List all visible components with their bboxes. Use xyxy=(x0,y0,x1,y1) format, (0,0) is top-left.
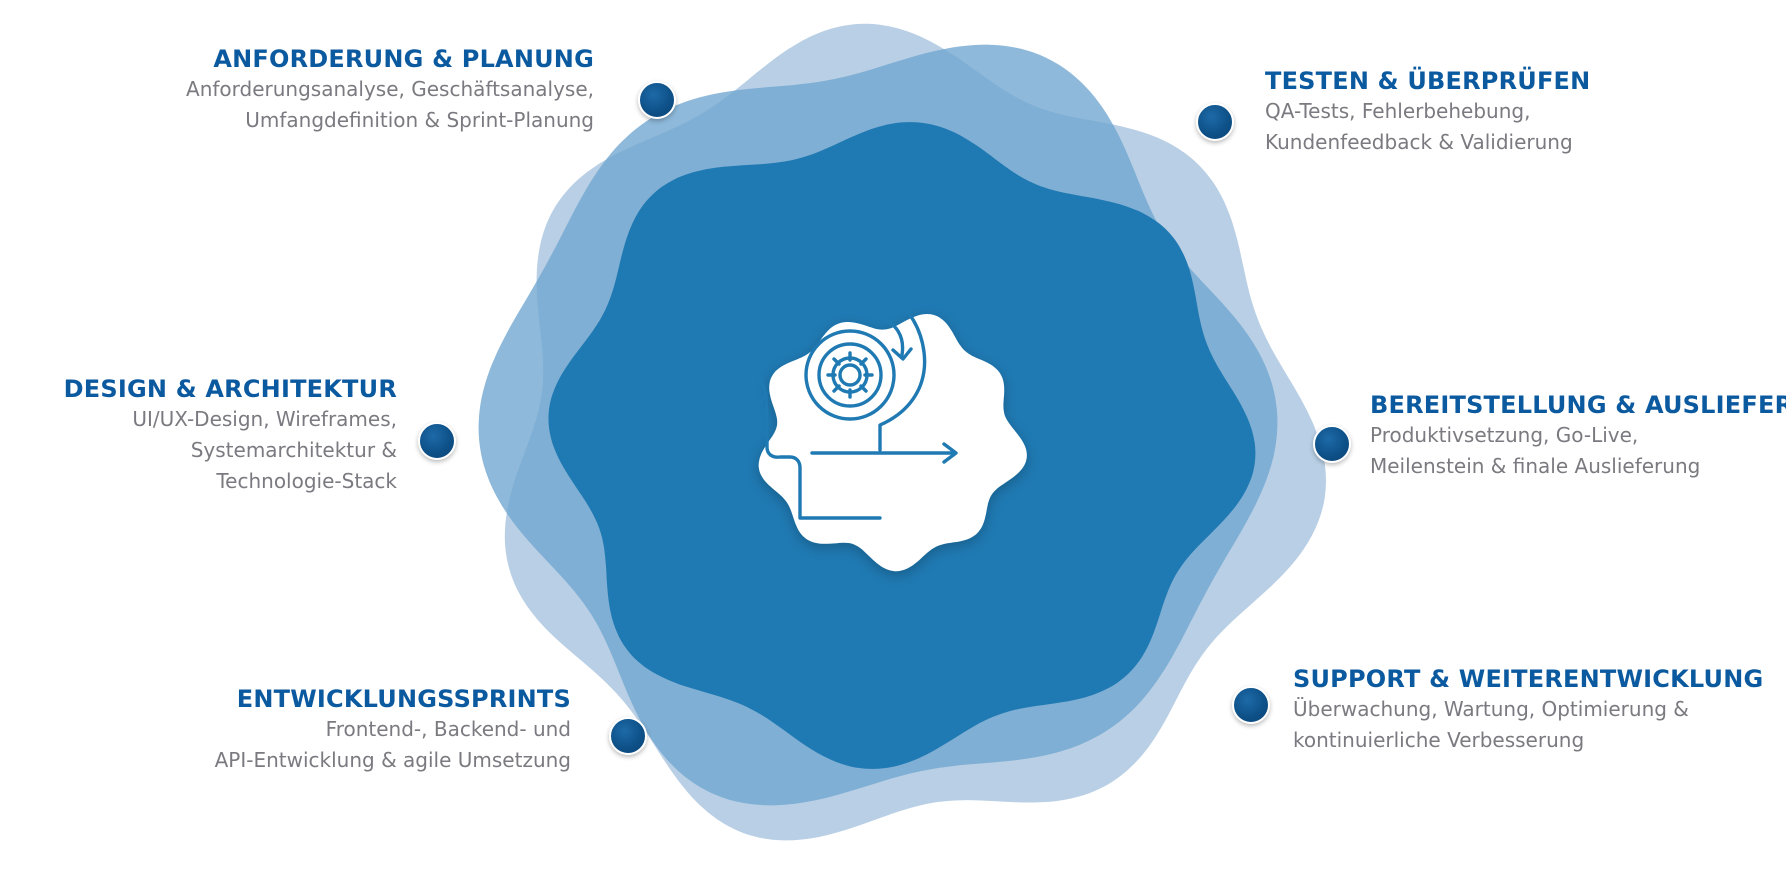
phase-description-line: QA-Tests, Fehlerbehebung, xyxy=(1265,99,1531,123)
phase-deployment: BEREITSTELLUNG & AUSLIEFERUNG Produktivse… xyxy=(1370,390,1786,482)
head-gear-process-icon xyxy=(749,278,958,520)
phase-title: TESTEN & ÜBERPRÜFEN xyxy=(1265,67,1591,95)
phase-title: BEREITSTELLUNG & AUSLIEFERUNG xyxy=(1370,391,1786,419)
phase-description-line: Überwachung, Wartung, Optimierung & xyxy=(1293,697,1689,721)
phase-testing: TESTEN & ÜBERPRÜFEN QA-Tests, Fehlerbeheb… xyxy=(1265,66,1590,158)
phase-title: DESIGN & ARCHITEKTUR xyxy=(63,375,397,403)
phase-description-line: kontinuierliche Verbesserung xyxy=(1293,728,1585,752)
phase-marker-dot xyxy=(1313,425,1351,463)
phase-description-line: Umfangdefinition & Sprint-Planung xyxy=(245,108,594,132)
center-badge xyxy=(758,314,1027,572)
phase-description-line: Frontend-, Backend- und xyxy=(325,717,571,741)
phase-description-line: Meilenstein & finale Auslieferung xyxy=(1370,454,1701,478)
phase-description-line: Technologie-Stack xyxy=(216,469,397,493)
phase-marker-dot xyxy=(638,81,676,119)
phase-description-line: API-Entwicklung & agile Umsetzung xyxy=(214,748,571,772)
phase-marker-dot xyxy=(1232,686,1270,724)
phase-title: SUPPORT & WEITERENTWICKLUNG xyxy=(1293,665,1764,693)
phase-description-line: Anforderungsanalyse, Geschäftsanalyse, xyxy=(186,77,594,101)
phase-design: DESIGN & ARCHITEKTUR UI/UX-Design, Wirefr… xyxy=(64,374,397,497)
phase-marker-dot xyxy=(609,717,647,755)
phase-description-line: Kundenfeedback & Validierung xyxy=(1265,130,1573,154)
phase-title: ENTWICKLUNGSSPRINTS xyxy=(236,685,571,713)
phase-title: ANFORDERUNG & PLANUNG xyxy=(213,45,594,73)
phase-marker-dot xyxy=(1196,103,1234,141)
phase-description-line: Systemarchitektur & xyxy=(190,438,397,462)
phase-description-line: Produktivsetzung, Go-Live, xyxy=(1370,423,1639,447)
phase-planning: ANFORDERUNG & PLANUNG Anforderungsanalyse… xyxy=(186,44,594,136)
phase-description-line: UI/UX-Design, Wireframes, xyxy=(132,407,397,431)
phase-sprints: ENTWICKLUNGSSPRINTS Frontend-, Backend- u… xyxy=(215,684,571,776)
phase-marker-dot xyxy=(418,422,456,460)
phase-support: SUPPORT & WEITERENTWICKLUNG Überwachung, … xyxy=(1293,664,1763,756)
